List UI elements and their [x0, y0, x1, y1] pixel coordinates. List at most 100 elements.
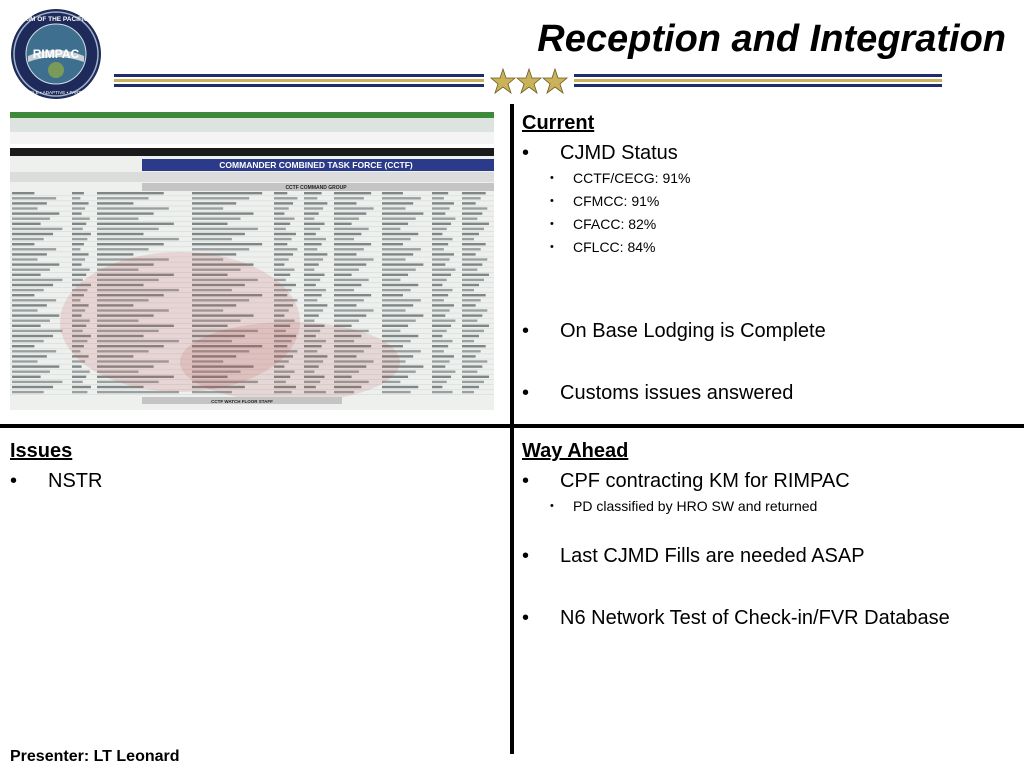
spreadsheet-cell: [97, 232, 144, 236]
bullet-item: •CPF contracting KM for RIMPAC: [522, 467, 1012, 495]
spreadsheet-cell: [304, 370, 315, 373]
spreadsheet-cell: [382, 243, 403, 246]
spreadsheet-cell: [304, 350, 318, 353]
bullet-item: •Last CJMD Fills are needed ASAP: [522, 542, 1012, 570]
spreadsheet-cell: [97, 360, 169, 363]
spreadsheet-cell: [97, 355, 134, 358]
spreadsheet-cell: [72, 263, 82, 266]
spreadsheet-cell: [274, 192, 288, 195]
spreadsheet-cell: [382, 390, 411, 394]
spreadsheet-cell: [462, 217, 478, 220]
spreadsheet-cell: [72, 202, 89, 205]
spreadsheet-cell: [334, 222, 352, 225]
vertical-divider: [510, 104, 514, 754]
spreadsheet-cell: [432, 309, 450, 312]
spreadsheet-cell: [334, 324, 352, 327]
spreadsheet-cell: [382, 283, 419, 287]
spreadsheet-cell: [304, 202, 328, 205]
spreadsheet-cell: [432, 324, 452, 327]
spreadsheet-cell: [97, 197, 149, 200]
spreadsheet-cell: [382, 339, 411, 343]
spreadsheet-cell: [274, 350, 298, 353]
spreadsheet-cell: [382, 329, 401, 333]
spreadsheet-cell: [304, 192, 322, 195]
screenshot-rows: [10, 192, 494, 395]
spreadsheet-cell: [192, 212, 254, 215]
spreadsheet-cell: [274, 370, 295, 373]
spreadsheet-cell: [462, 390, 474, 394]
spreadsheet-cell: [462, 243, 486, 246]
spreadsheet-cell: [334, 268, 359, 271]
spreadsheet-cell: [462, 283, 479, 287]
spreadsheet-cell: [334, 314, 367, 317]
spreadsheet-cell: [304, 258, 324, 261]
spreadsheet-cell: [72, 232, 91, 236]
spreadsheet-cell: [97, 345, 164, 348]
spreadsheet-cell: [304, 334, 316, 338]
screenshot-group-label: CCTF COMMAND GROUP: [285, 185, 347, 191]
spreadsheet-cell: [334, 380, 369, 384]
spreadsheet-cell: [432, 360, 450, 363]
spreadsheet-cell: [382, 248, 421, 251]
spreadsheet-cell: [97, 370, 139, 373]
spreadsheet-cell: [12, 314, 60, 317]
spreadsheet-cell: [72, 390, 88, 394]
spreadsheet-cell: [462, 294, 486, 297]
screenshot-footer-label: CCTF WATCH FLOOR STAFF: [211, 399, 273, 404]
spreadsheet-cell: [334, 375, 352, 378]
network-test-text: N6 Network Test of Check-in/FVR Database: [560, 607, 950, 629]
spreadsheet-cell: [462, 273, 489, 276]
spreadsheet-cell: [334, 370, 359, 373]
spreadsheet-cell: [462, 299, 481, 302]
spreadsheet-cell: [382, 258, 406, 261]
spreadsheet-cell: [304, 197, 318, 200]
spreadsheet-cell: [382, 334, 419, 338]
spreadsheet-cell: [334, 350, 364, 353]
logo-motto-text: CAPABLE • ADAPTIVE • PARTNERS: [18, 90, 94, 95]
spreadsheet-cell: [192, 278, 258, 282]
spreadsheet-cell: [432, 192, 449, 195]
bullet-item: •Customs issues answered: [522, 379, 1012, 407]
spreadsheet-cell: [274, 212, 285, 215]
spreadsheet-cell: [334, 294, 372, 297]
spreadsheet-cell: [97, 268, 139, 271]
spreadsheet-cell: [12, 350, 57, 353]
spreadsheet-cell: [12, 294, 35, 297]
spreadsheet-cell: [12, 345, 35, 348]
spreadsheet-cell: [432, 197, 444, 200]
spreadsheet-cell: [462, 278, 484, 282]
spreadsheet-cell: [12, 375, 41, 378]
spreadsheet-cell: [334, 207, 374, 210]
spreadsheet-cell: [12, 243, 35, 246]
spreadsheet-cell: [97, 365, 154, 368]
spreadsheet-cell: [432, 345, 449, 348]
spreadsheet-cell: [304, 360, 324, 363]
spreadsheet-cell: [304, 217, 315, 220]
spreadsheet-cell: [382, 294, 403, 297]
spreadsheet-cell: [334, 309, 374, 312]
way-ahead-section: Way Ahead •CPF contracting KM for RIMPAC…: [522, 440, 1012, 632]
spreadsheet-cell: [192, 390, 232, 394]
spreadsheet-cell: [304, 299, 318, 302]
spreadsheet-cell: [274, 197, 298, 200]
spreadsheet-cell: [304, 390, 326, 394]
spreadsheet-cell: [382, 212, 424, 215]
spreadsheet-cell: [462, 365, 483, 368]
spreadsheet-cell: [12, 334, 54, 338]
spreadsheet-cell: [192, 222, 228, 225]
spreadsheet-cell: [97, 273, 174, 276]
spreadsheet-cell: [432, 212, 446, 215]
spreadsheet-cell: [382, 355, 414, 358]
spreadsheet-cell: [274, 273, 291, 276]
spreadsheet-cell: [334, 258, 374, 261]
spreadsheet-cell: [334, 304, 357, 307]
spreadsheet-cell: [382, 278, 401, 282]
spreadsheet-cell: [432, 248, 444, 251]
page-title: Reception and Integration: [537, 18, 1006, 60]
spreadsheet-cell: [12, 385, 54, 389]
bullet-item: •NSTR: [10, 467, 500, 495]
spreadsheet-cell: [12, 278, 63, 282]
spreadsheet-cell: [432, 232, 443, 236]
spreadsheet-cell: [304, 375, 325, 378]
spreadsheet-cell: [432, 258, 450, 261]
